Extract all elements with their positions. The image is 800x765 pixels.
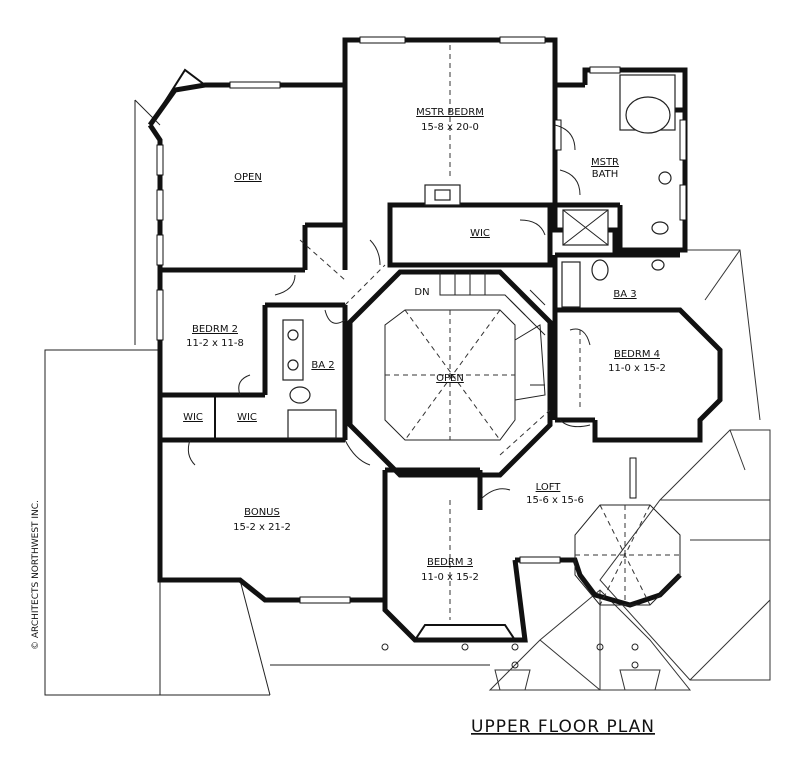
copyright-text: © ARCHITECTS NORTHWEST INC. (31, 500, 41, 650)
label-ba3: BA 3 (613, 289, 636, 300)
size-bedrm4: 11-0 x 15-2 (608, 363, 666, 374)
label-ba2: BA 2 (311, 360, 334, 371)
label-mstr-bath-2: BATH (592, 169, 619, 180)
label-wic-a: WIC (183, 412, 203, 423)
fixtures (282, 74, 676, 439)
room-labels: MSTR BEDRM 15-8 x 20-0 MSTR BATH OPEN WI… (183, 107, 666, 583)
size-loft: 15-6 x 15-6 (526, 495, 584, 506)
right-roof-hips (488, 249, 771, 691)
loft-octagon (574, 504, 681, 606)
label-wic-b: WIC (237, 412, 257, 423)
label-bedrm2: BEDRM 2 (192, 324, 238, 335)
size-bonus: 15-2 x 21-2 (233, 522, 291, 533)
door-swings (187, 124, 591, 501)
label-mstr-bedrm: MSTR BEDRM (416, 107, 484, 118)
size-mstr-bedrm: 15-8 x 20-0 (421, 122, 479, 133)
roof-vents (381, 643, 639, 669)
dashed-guides (299, 45, 581, 620)
plan-title: UPPER FLOOR PLAN (471, 717, 655, 737)
size-bedrm3: 11-0 x 15-2 (421, 572, 479, 583)
label-bedrm3: BEDRM 3 (427, 557, 473, 568)
label-bonus: BONUS (244, 507, 280, 518)
central-octagon (347, 269, 553, 478)
label-wic-master: WIC (470, 228, 490, 239)
label-dn: DN (414, 287, 429, 298)
label-loft: LOFT (536, 482, 562, 493)
windows (156, 36, 687, 604)
bay-windows (149, 68, 721, 641)
size-bedrm2: 11-2 x 11-8 (186, 338, 244, 349)
label-open-left: OPEN (234, 172, 262, 183)
label-mstr-bath-1: MSTR (591, 157, 619, 168)
label-open-center: OPEN (436, 373, 464, 384)
label-bedrm4: BEDRM 4 (614, 349, 660, 360)
